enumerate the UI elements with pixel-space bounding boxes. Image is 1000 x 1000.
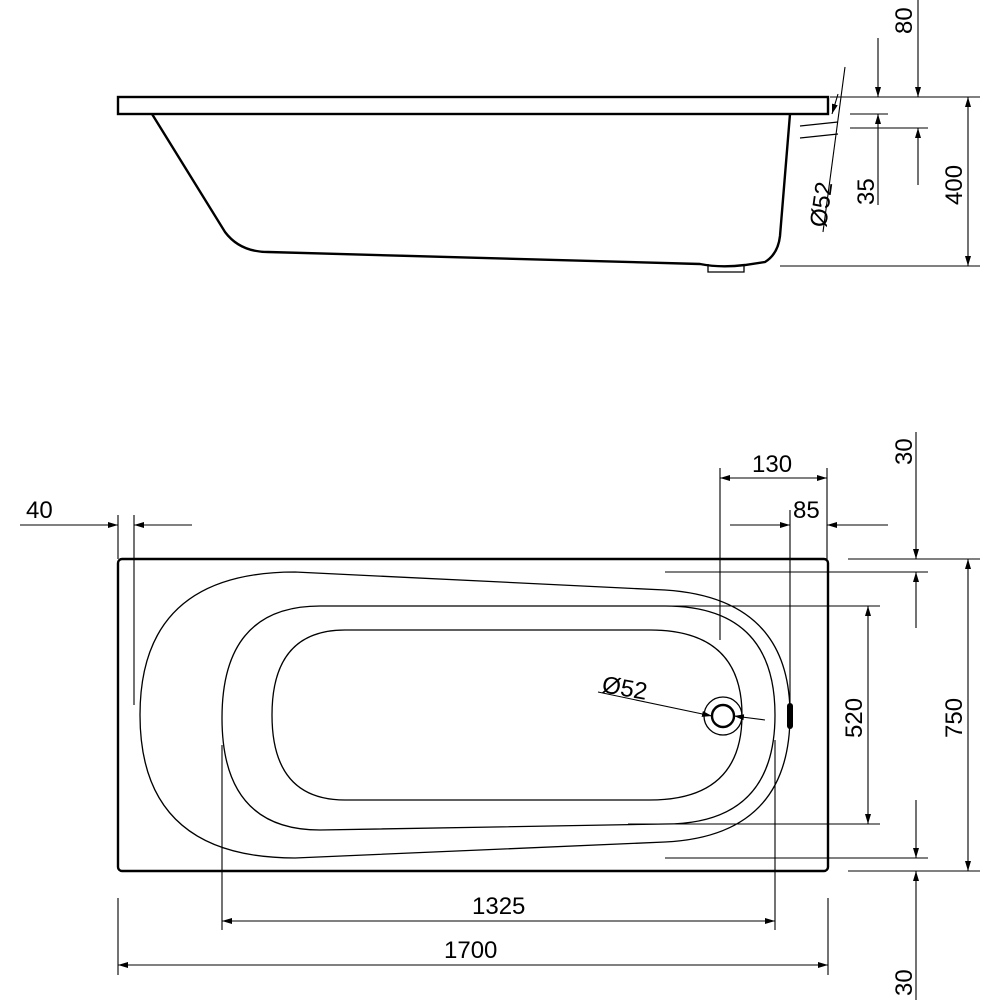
side-view-rim — [116, 95, 830, 116]
side-view: 80 35 400 Ø52 — [116, 0, 980, 273]
dimension-label-30-bottom: 30 — [891, 969, 918, 996]
overflow-line — [799, 133, 839, 139]
dimension-label-520: 520 — [841, 698, 868, 738]
top-view-inner-floor — [271, 629, 743, 801]
top-view-outer-basin — [139, 571, 791, 859]
dimension-label-400: 400 — [941, 165, 968, 205]
dimension-label-1325: 1325 — [472, 893, 525, 920]
dimension-label-130: 130 — [752, 451, 792, 478]
dimension-label-85: 85 — [793, 497, 820, 524]
overflow-slot — [787, 703, 793, 729]
dimension-label-750: 750 — [941, 698, 968, 738]
dimension-label-80: 80 — [891, 7, 918, 34]
drain-diameter-leader — [733, 714, 766, 721]
drain-diameter-label: Ø52 — [600, 671, 649, 705]
side-view-body — [150, 113, 792, 268]
dimension-label-30-top: 30 — [891, 438, 918, 465]
drain-diameter-leader — [597, 691, 713, 717]
top-view: Ø52 40 130 85 30 520 750 — [20, 432, 980, 1000]
top-view-outer-rim — [116, 557, 830, 873]
dimension-label-1700: 1700 — [444, 937, 497, 964]
overflow-diameter-leader — [822, 66, 846, 233]
side-view-drain-foot — [707, 264, 745, 273]
drain-inner-ring — [710, 703, 736, 729]
dimension-label-40: 40 — [26, 497, 53, 524]
dimension-label-35: 35 — [853, 178, 880, 205]
overflow-line — [799, 121, 839, 127]
overflow-diameter-label: Ø52 — [805, 180, 838, 229]
